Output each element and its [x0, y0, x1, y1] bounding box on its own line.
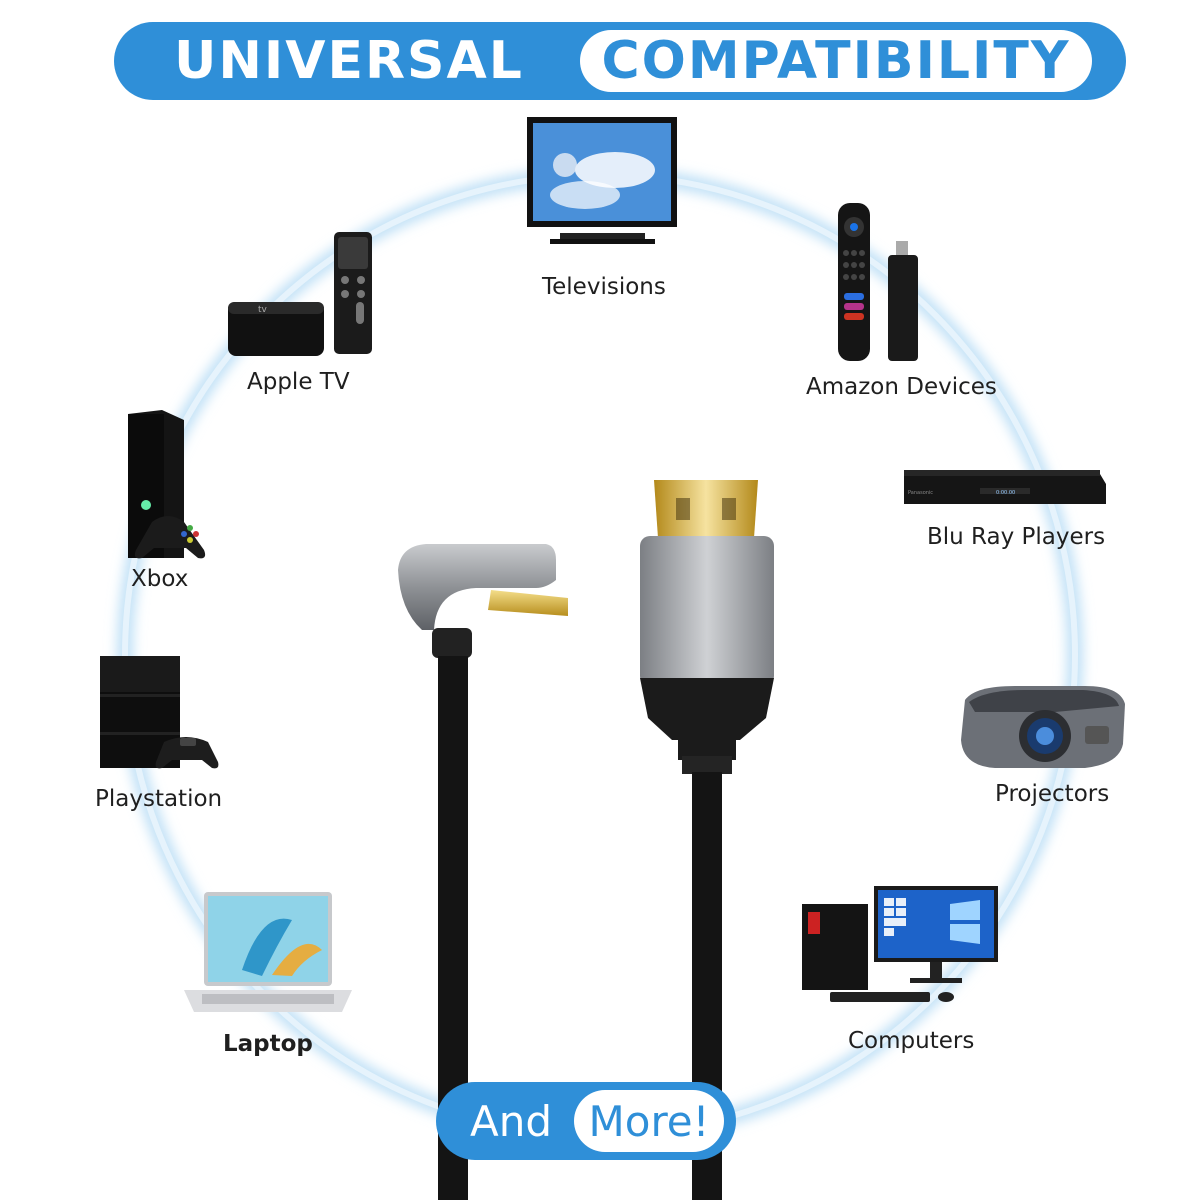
- svg-text:0:00.00: 0:00.00: [996, 490, 1015, 496]
- header-right-text: COMPATIBILITY: [601, 31, 1071, 91]
- header-left-text: UNIVERSAL: [174, 31, 524, 91]
- svg-text:Panasonic: Panasonic: [908, 490, 933, 496]
- label-laptop: Laptop: [223, 1031, 313, 1057]
- footer-left-text: And: [469, 1096, 552, 1146]
- blu-ray-player-icon: 0:00.00 Panasonic: [904, 470, 1106, 504]
- label-amazon-devices: Amazon Devices: [806, 374, 997, 400]
- projector-icon: [961, 686, 1125, 768]
- label-projectors: Projectors: [995, 781, 1110, 807]
- label-apple-tv: Apple TV: [247, 369, 350, 395]
- apple-tv-icon: tv: [228, 232, 372, 356]
- fire-tv-stick-icon: [838, 203, 918, 361]
- label-xbox: Xbox: [131, 566, 189, 592]
- label-televisions: Televisions: [542, 274, 666, 300]
- svg-text:tv: tv: [258, 305, 268, 315]
- xbox-console-icon: [128, 410, 206, 559]
- header-right-pill: COMPATIBILITY: [580, 30, 1092, 92]
- label-computers: Computers: [848, 1028, 975, 1054]
- television-icon: [527, 117, 677, 244]
- footer-right-text: More!: [588, 1096, 710, 1146]
- header-banner: UNIVERSAL COMPATIBILITY: [114, 22, 1126, 100]
- footer-right-pill: More!: [574, 1090, 724, 1152]
- and-more-banner: And More!: [436, 1082, 736, 1160]
- label-blu-ray-players: Blu Ray Players: [927, 524, 1106, 550]
- desktop-computer-icon: [802, 886, 998, 1002]
- playstation-console-icon: [100, 656, 219, 769]
- laptop-icon: [184, 892, 352, 1012]
- label-playstation: Playstation: [95, 786, 223, 812]
